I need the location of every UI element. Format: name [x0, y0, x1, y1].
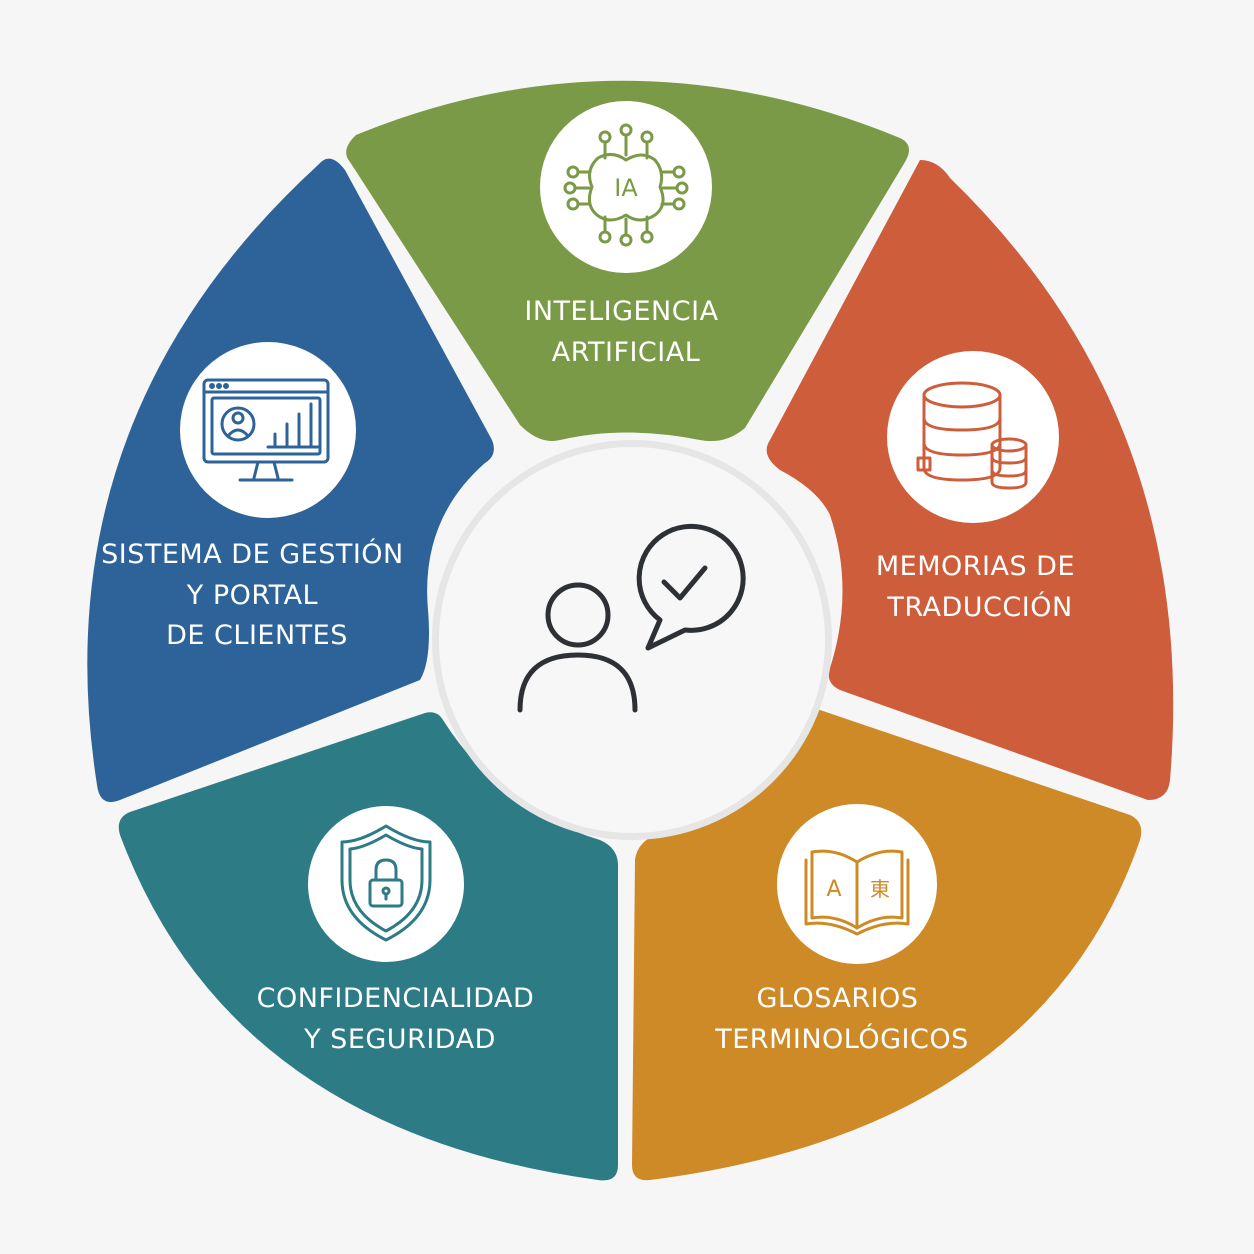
label-memorias: MEMORIAS DE TRADUCCIÓN [876, 551, 1084, 623]
label-memorias-line-2: TRADUCCIÓN [886, 591, 1072, 623]
icon-badge-confidencialidad [308, 806, 464, 962]
ai-chip-icon: IA [563, 123, 689, 247]
ai-chip-label: IA [614, 174, 638, 202]
user-speech-check-icon [517, 523, 746, 713]
translation-book-icon: A 東 [804, 849, 910, 936]
label-ia-line-2: ARTIFICIAL [552, 337, 701, 368]
label-confidencialidad: CONFIDENCIALIDAD Y SEGURIDAD [257, 983, 544, 1055]
label-memorias-line-1: MEMORIAS DE [876, 551, 1075, 582]
label-sistema: SISTEMA DE GESTIÓN Y PORTAL DE CLIENTES [101, 538, 413, 651]
label-ia-line-1: INTELIGENCIA [524, 296, 718, 327]
label-confidencialidad-line-1: CONFIDENCIALIDAD [257, 983, 535, 1014]
label-sistema-line-2: Y PORTAL [186, 580, 318, 611]
label-glosarios-line-2: TERMINOLÓGICOS [714, 1023, 968, 1055]
shield-lock-icon [340, 824, 432, 942]
icon-badge-ia [540, 101, 712, 273]
icon-badge-memorias [887, 351, 1059, 523]
label-sistema-line-1: SISTEMA DE GESTIÓN [101, 538, 404, 570]
database-icon [916, 381, 1028, 490]
label-glosarios: GLOSARIOS TERMINOLÓGICOS [714, 983, 968, 1055]
book-letter-a: A [826, 877, 841, 902]
icon-badge-sistema [180, 342, 356, 518]
label-sistema-line-3: DE CLIENTES [166, 620, 348, 651]
book-letter-kanji: 東 [870, 877, 890, 901]
label-glosarios-line-1: GLOSARIOS [756, 983, 918, 1014]
center-circle [439, 447, 825, 833]
label-ia: INTELIGENCIA ARTIFICIAL [524, 296, 727, 368]
monitor-dashboard-icon [202, 378, 330, 482]
label-confidencialidad-line-2: Y SEGURIDAD [303, 1024, 496, 1055]
